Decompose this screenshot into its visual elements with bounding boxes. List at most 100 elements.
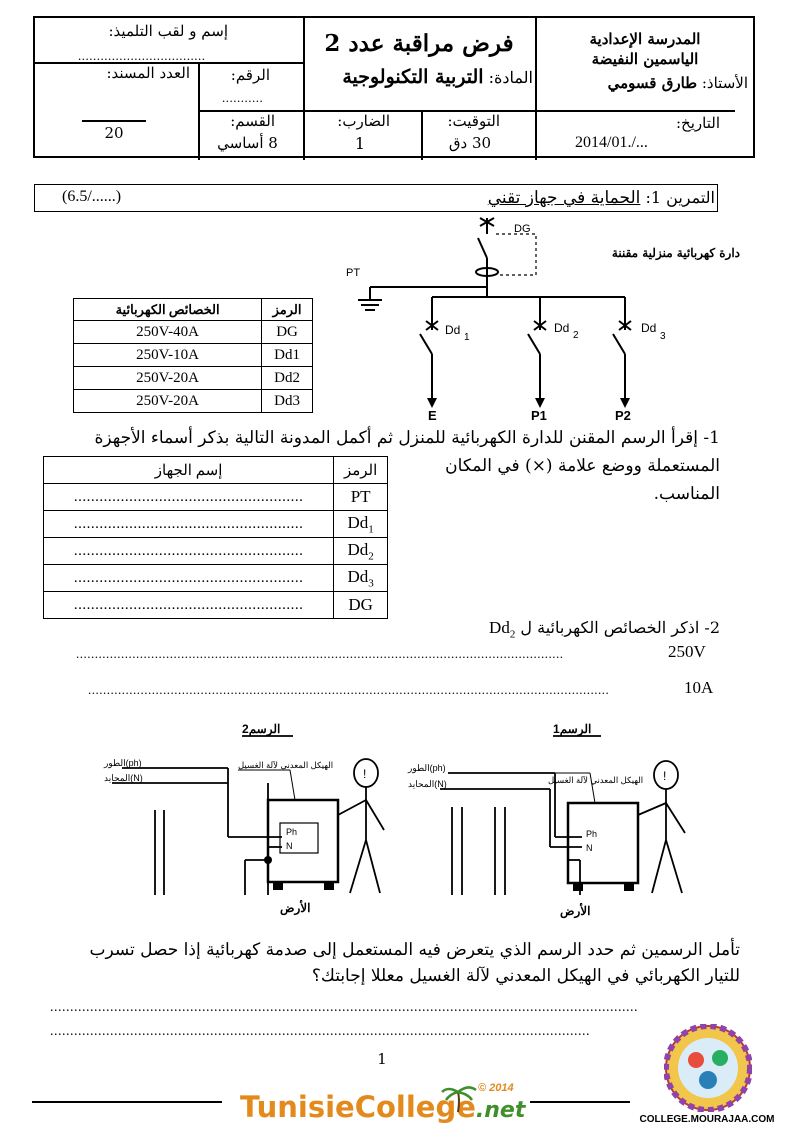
- divider: [535, 18, 537, 160]
- exercise-title: الحماية في جهاز تقني: [487, 188, 641, 208]
- q1-line1: 1- إقرأ الرسم المقنن للدارة الكهربائية ل…: [94, 428, 720, 448]
- fig1-ground: الأرض: [560, 903, 590, 919]
- e-label: E: [428, 408, 437, 423]
- fig2-body: الهيكل المعدني لآلة الغسيل: [238, 760, 333, 771]
- q2-answer1-input[interactable]: ........................................…: [76, 646, 564, 661]
- date-value: 2014/01./...: [575, 134, 648, 151]
- symbol-sub: 2: [368, 550, 374, 563]
- teacher-label: الأستاذ:: [701, 74, 748, 92]
- spec-cell: 250V-40A: [72, 320, 263, 344]
- spec-cell: 250V-20A: [72, 389, 263, 413]
- p2-label: P2: [615, 408, 631, 423]
- fig1-body: الهيكل المعدني لآلة الغسيل: [548, 775, 643, 786]
- q2-answer2-input[interactable]: ........................................…: [88, 682, 610, 697]
- fig1-title: الرسم1: [553, 722, 591, 737]
- symbol-cell: DG: [348, 595, 373, 614]
- site-url: COLLEGE.MOURAJAA.COM: [639, 1114, 775, 1125]
- q2-text: 2- اذكر الخصائص الكهربائية ل Dd2: [480, 618, 720, 640]
- device-name-input[interactable]: ........................................…: [42, 564, 335, 592]
- divider: [303, 18, 305, 110]
- q3-answer2-input[interactable]: ........................................…: [50, 1024, 590, 1039]
- exercise-banner: [34, 184, 718, 212]
- coef-label: الضارب:: [337, 112, 390, 130]
- q2-symbol-sub: 2: [509, 628, 516, 641]
- q3-line2: للتيار الكهربائي في الهيكل المعدني لآلة …: [311, 966, 740, 986]
- fig1-n: N: [586, 843, 593, 853]
- p1-label: P1: [531, 408, 547, 423]
- student-name-label: إسم و لقب التلميذ:: [108, 22, 228, 40]
- duration-value: 30 دق: [448, 134, 492, 152]
- fig1-phase: الطور(ph): [407, 763, 446, 774]
- q2-symbol: Dd2: [489, 618, 516, 641]
- class-label: القسم:: [230, 112, 275, 130]
- symbol-sub: 3: [368, 577, 374, 590]
- q2-symbol-main: Dd: [489, 618, 510, 637]
- name-header: إسم الجهاز: [42, 456, 335, 484]
- device-name-input[interactable]: ........................................…: [42, 510, 335, 538]
- class-value: 8 أساسي: [217, 134, 278, 152]
- exercise-score: (6.5/......): [62, 188, 122, 205]
- school-line2: الياسمين النفيضة: [591, 50, 699, 68]
- fig1-ph: Ph: [586, 829, 597, 839]
- device-name-input[interactable]: ........................................…: [42, 537, 335, 565]
- symbol-cell: Dd: [347, 566, 369, 586]
- dd3-label: Dd: [641, 321, 656, 335]
- spec-cell: 250V-10A: [72, 343, 263, 367]
- teacher-name: طارق قسومي: [607, 74, 698, 92]
- spec-header: الخصائص الكهربائية: [72, 298, 263, 321]
- number-input[interactable]: ...........: [222, 90, 264, 105]
- pt-label: PT: [346, 267, 360, 279]
- device-name-input[interactable]: ........................................…: [42, 591, 335, 619]
- divider: [303, 110, 305, 160]
- fig2-ph: Ph: [286, 827, 297, 837]
- footer-rule: [530, 1101, 630, 1103]
- page-number: 1: [377, 1050, 387, 1068]
- fig2-ground: الأرض: [280, 900, 310, 916]
- brand-college: College: [354, 1090, 476, 1124]
- dd2-sub: 2: [573, 330, 579, 341]
- dd3-sub: 3: [660, 331, 666, 342]
- college-seal-icon: [664, 1024, 752, 1112]
- header-box: [33, 16, 755, 160]
- grade-label: العدد المسند:: [106, 64, 190, 82]
- q1-line2: المستعملة ووضع علامة (×) في المكان: [445, 456, 720, 476]
- divider: [198, 110, 735, 112]
- fig2-neutral: المحايد(N): [104, 773, 143, 783]
- device-name-input[interactable]: ........................................…: [42, 483, 335, 511]
- figures: الرسم2 الرسم1 الطور(ph) المحايد(N) الهيك…: [103, 722, 686, 919]
- subject-label: المادة:: [488, 68, 533, 87]
- student-name-input[interactable]: ..................................: [78, 48, 206, 63]
- coef-value: 1: [354, 134, 366, 153]
- date-label: التاريخ:: [676, 114, 720, 132]
- brand-net: .net: [475, 1098, 526, 1123]
- brand-tunisie: Tunisie: [240, 1090, 355, 1124]
- symbol-sub: 1: [368, 523, 374, 536]
- symbol-header: الرمز: [333, 456, 388, 484]
- exercise-label: التمرين 1:: [645, 188, 715, 207]
- divider: [421, 110, 423, 160]
- teacher-field: الأستاذ: طارق قسومي: [540, 74, 748, 92]
- duration-label: التوقيت:: [447, 112, 501, 130]
- number-label: الرقم:: [230, 66, 270, 84]
- circuit-caption: دارة كهربائية منزلية مقننة: [611, 246, 740, 260]
- divider: [35, 62, 303, 64]
- dg-label: DG: [514, 223, 531, 235]
- fig1-neutral: المحايد(N): [408, 779, 447, 789]
- symbol-cell: Dd: [347, 539, 369, 559]
- footer-rule: [32, 1101, 222, 1103]
- symbol-cell: Dd3: [261, 389, 313, 413]
- exam-title: فرض مراقبة عدد 2: [324, 30, 514, 57]
- q2-value1: 250V: [668, 642, 706, 661]
- q1-line3: المناسب.: [653, 484, 720, 504]
- exercise-heading: التمرين 1: الحماية في جهاز تقني: [470, 188, 715, 208]
- q2-label: 2- اذكر الخصائص الكهربائية ل: [520, 618, 720, 637]
- subject-field: المادة: التربية التكنولوجية: [305, 66, 533, 88]
- symbol-cell: DG: [261, 320, 313, 344]
- symbol-cell: PT: [350, 487, 371, 506]
- symbol-header: الرمز: [261, 298, 313, 321]
- q3-answer1-input[interactable]: ........................................…: [50, 1000, 638, 1015]
- dd2-label: Dd: [554, 321, 569, 335]
- brand-logo: TunisieCollege.net: [240, 1090, 530, 1130]
- dd1-label: Dd: [445, 323, 460, 337]
